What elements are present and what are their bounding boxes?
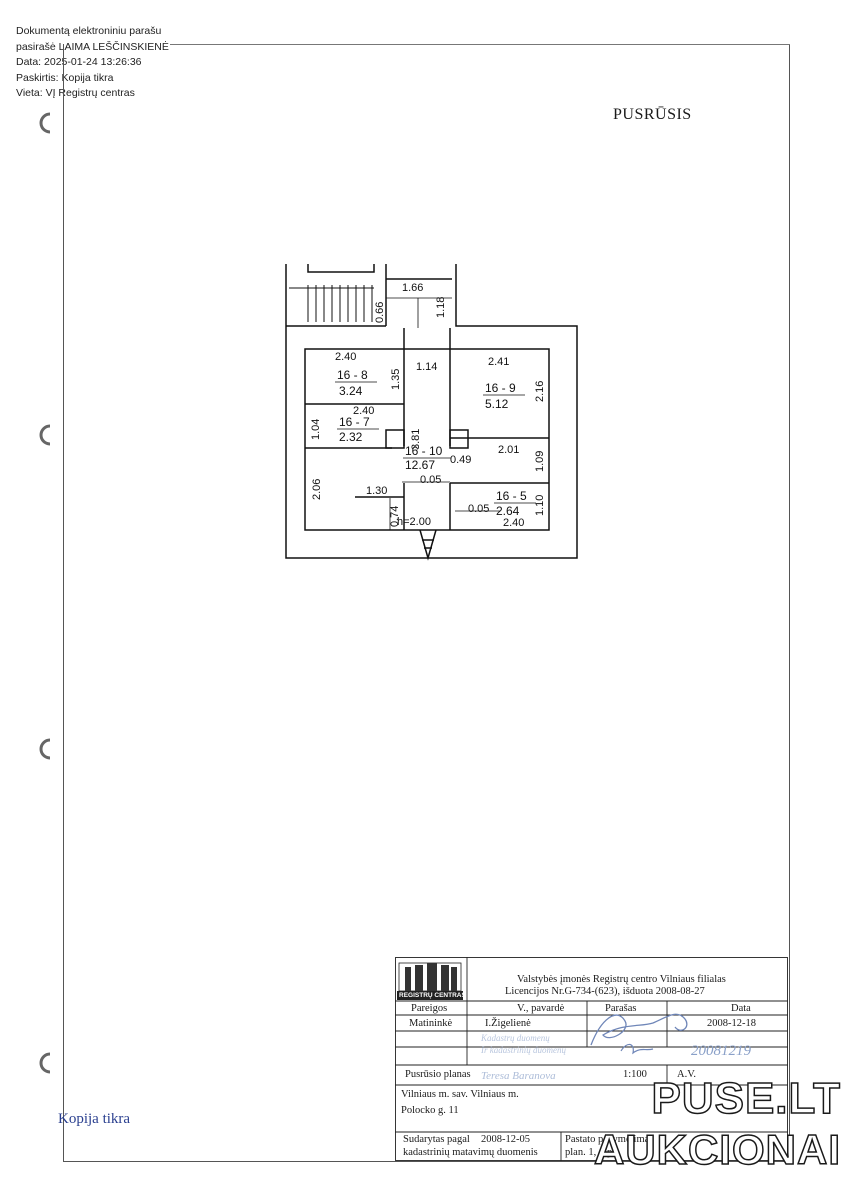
dim-label: 1.66: [402, 282, 423, 294]
faded-stamp-text: Ir kadastrinių duomenų: [481, 1045, 566, 1055]
sheet-title: PUSRŪSIS: [613, 106, 692, 123]
signature-line-3: Data: 2025-01-24 13:26:36: [16, 56, 142, 68]
plan-walls: [285, 264, 578, 561]
room-5-label: 16 - 5: [496, 489, 527, 503]
dim-label: 1.18: [435, 297, 447, 318]
signature-line-2: pasirašė LAIMA LEŠČINSKIENĖ: [16, 40, 169, 53]
dim-label: 0.66: [374, 302, 386, 323]
stamp-grid: [395, 957, 788, 1161]
dim-label: 2.16: [534, 381, 546, 402]
dimension-lines: [386, 297, 500, 530]
room-10-label: 16 - 10: [405, 444, 443, 458]
dim-label: 2.41: [488, 356, 509, 368]
ceiling-height-label: h=2.00: [397, 516, 431, 528]
license-line: Licencijos Nr.G-734-(623), išduota 2008-…: [505, 986, 705, 997]
surveyor-name: I.Žigelienė: [485, 1018, 531, 1029]
frame-top-border: [170, 44, 790, 45]
plan-scale: 1:100: [623, 1069, 647, 1080]
dim-label: 2.40: [503, 517, 524, 529]
watermark-line-1: PUSE.LT: [651, 1073, 841, 1124]
site-watermark: PUSE.LT AUKCIONAI: [593, 1073, 841, 1175]
room-7-area: 2.32: [339, 430, 363, 444]
faded-stamp-text: Kadastrų duomenų: [481, 1033, 550, 1043]
logo-caption: REGISTRŲ CENTRAS: [399, 992, 466, 999]
dim-label: 1.09: [534, 451, 546, 472]
room-labels: 16 - 8 3.24 16 - 9 5.12 16 - 7 2.32 16 -…: [335, 368, 536, 518]
dim-label: 1.30: [366, 485, 387, 497]
title-block-stamp: REGISTRŲ CENTRAS Valstybės įmonės Regist…: [395, 957, 788, 1161]
building-certificate-label: Pastato pažymėjimas: [565, 1134, 654, 1145]
room-8-area: 3.24: [339, 384, 363, 398]
plan-name: Pusrūsio planas: [405, 1069, 471, 1080]
room-10-area: 12.67: [405, 458, 435, 472]
dim-label: 2.40: [353, 405, 374, 417]
compiled-date: 2008-12-05: [481, 1134, 530, 1145]
frame-left-border: [63, 44, 64, 1162]
building-certificate-plan: plan. 1, 1/p: [565, 1147, 613, 1158]
room-8-label: 16 - 8: [337, 368, 368, 382]
dimension-labels: 1.66 0.66 1.18 1.14 2.40 1.35 2.41 2.16 …: [310, 282, 546, 529]
header-data: Data: [731, 1003, 751, 1014]
header-parasas: Parašas: [605, 1003, 637, 1014]
signature-line-1: Dokumentą elektroniniu parašu: [16, 25, 162, 37]
dim-label: 2.01: [498, 444, 519, 456]
header-pareigos: Pareigos: [411, 1003, 448, 1014]
dim-label: 1.10: [534, 495, 546, 516]
dim-label: 3.81: [410, 429, 422, 450]
dim-label: 2.40: [335, 351, 356, 363]
compiled-label: Sudarytas pagal: [403, 1134, 470, 1145]
signing-date: 2008-12-18: [707, 1018, 756, 1029]
seal-place-label: A.V.: [677, 1069, 697, 1080]
room-7-label: 16 - 7: [339, 415, 370, 429]
address-line-1: Vilniaus m. sav. Vilniaus m.: [401, 1089, 519, 1100]
frame-bottom-border: [63, 1161, 790, 1162]
signature-line-4: Paskirtis: Kopija tikra: [16, 71, 114, 84]
room-9-area: 5.12: [485, 397, 509, 411]
registru-centras-logo: [397, 962, 463, 1000]
handwritten-date: 20081219: [691, 1043, 751, 1059]
punch-hole-mark: [39, 738, 51, 760]
handwritten-signature: [590, 1013, 688, 1055]
watermark-line-2: AUKCIONAI: [593, 1125, 841, 1174]
signature-line-5: Vieta: VĮ Registrų centras: [16, 87, 135, 99]
frame-right-border: [789, 44, 790, 1162]
compiled-source: kadastrinių matavimų duomenis: [403, 1147, 538, 1158]
punch-hole-mark: [39, 112, 51, 134]
dim-label: 0.05: [468, 503, 489, 515]
handwritten-name: Teresa Baranova: [481, 1070, 556, 1082]
surveyor-role: Matininkė: [409, 1018, 453, 1029]
punch-hole-mark: [39, 424, 51, 446]
dim-label: 1.35: [390, 369, 402, 390]
dim-label: 1.04: [310, 419, 322, 440]
dim-label: 1.14: [416, 361, 437, 373]
floor-plan: 1.66 0.66 1.18 1.14 2.40 1.35 2.41 2.16 …: [285, 264, 578, 561]
dim-label: 0.05: [420, 474, 441, 486]
room-5-area: 2.64: [496, 504, 520, 518]
dim-label: 0.74: [389, 506, 401, 527]
address-line-2: Polocko g. 11: [401, 1105, 459, 1116]
certified-copy-label: Kopija tikra: [58, 1111, 131, 1127]
punch-hole-mark: [39, 1052, 51, 1074]
org-name: Valstybės įmonės Registrų centro Vilniau…: [517, 974, 726, 985]
dim-label: 0.49: [450, 454, 471, 466]
e-signature-block: Dokumentą elektroniniu parašu pasirašė L…: [16, 24, 169, 102]
room-9-label: 16 - 9: [485, 381, 516, 395]
header-pavarde: V., pavardė: [517, 1003, 565, 1014]
dim-label: 2.06: [311, 479, 323, 500]
